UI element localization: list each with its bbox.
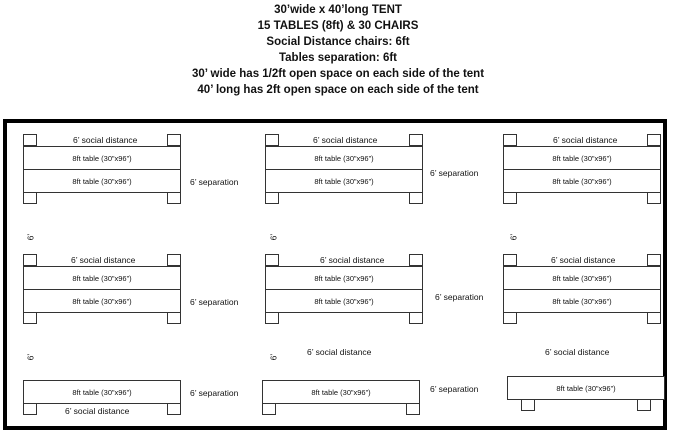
chair	[265, 254, 279, 266]
social-distance-label: 6’ social distance	[545, 347, 610, 357]
table: 8ft table (30”x96”)	[23, 169, 181, 193]
chair	[647, 254, 661, 266]
six-ft-marker: 6’	[25, 233, 36, 241]
social-distance-label: 6’ social distance	[551, 255, 616, 265]
social-distance-label: 6’ social distance	[553, 135, 618, 145]
title-line-3: Social Distance chairs: 6ft	[266, 36, 410, 48]
social-distance-label: 6’ social distance	[65, 406, 130, 416]
title-line-2: 15 TABLES (8ft) & 30 CHAIRS	[257, 20, 419, 32]
chair	[647, 192, 661, 204]
table-single-r3-c1: 8ft table (30”x96”) 6’ social distance	[23, 380, 181, 420]
chair	[637, 399, 651, 411]
chair	[409, 192, 423, 204]
table: 8ft table (30”x96”)	[265, 289, 423, 313]
social-distance-label: 6’ social distance	[73, 135, 138, 145]
chair	[167, 403, 181, 415]
chair	[503, 254, 517, 266]
table: 8ft table (30”x96”)	[503, 289, 661, 313]
chair	[647, 134, 661, 146]
chair	[23, 403, 37, 415]
table-pair-r1-c3: 6’ social distance 8ft table (30”x96”) 8…	[503, 134, 661, 216]
social-distance-label: 6’ social distance	[307, 347, 372, 357]
table-pair-r2-c1: 6’ social distance 8ft table (30”x96”) 8…	[23, 254, 181, 336]
separation-label: 6’ separation	[190, 297, 239, 307]
chair	[409, 312, 423, 324]
tent-outline	[3, 119, 667, 430]
chair	[167, 134, 181, 146]
chair	[503, 134, 517, 146]
chair	[167, 312, 181, 324]
chair	[647, 312, 661, 324]
table: 8ft table (30”x96”)	[265, 266, 423, 290]
chair	[406, 403, 420, 415]
social-distance-label: 6’ social distance	[71, 255, 136, 265]
chair	[409, 134, 423, 146]
table: 8ft table (30”x96”)	[503, 146, 661, 170]
chair	[167, 254, 181, 266]
table: 8ft table (30”x96”)	[503, 169, 661, 193]
chair	[23, 312, 37, 324]
chair	[265, 312, 279, 324]
table: 8ft table (30”x96”)	[23, 380, 181, 404]
table-pair-r1-c1: 6’ social distance 8ft table (30”x96”) 8…	[23, 134, 181, 216]
chair	[265, 192, 279, 204]
table: 8ft table (30”x96”)	[265, 146, 423, 170]
title-line-5: 30’ wide has 1/2ft open space on each si…	[191, 68, 485, 80]
table: 8ft table (30”x96”)	[23, 146, 181, 170]
six-ft-marker: 6’	[268, 233, 279, 241]
social-distance-label: 6’ social distance	[320, 255, 385, 265]
chair	[23, 192, 37, 204]
separation-label: 6’ separation	[190, 388, 239, 398]
chair	[503, 312, 517, 324]
chair	[167, 192, 181, 204]
table-single-r3-c3: 8ft table (30”x96”)	[507, 376, 665, 416]
social-distance-label: 6’ social distance	[313, 135, 378, 145]
table-pair-r2-c3: 6’ social distance 8ft table (30”x96”) 8…	[503, 254, 661, 336]
table: 8ft table (30”x96”)	[265, 169, 423, 193]
chair	[503, 192, 517, 204]
six-ft-marker: 6’	[508, 233, 519, 241]
table-pair-r1-c2: 6’ social distance 8ft table (30”x96”) 8…	[265, 134, 423, 216]
separation-label: 6’ separation	[435, 292, 484, 302]
table: 8ft table (30”x96”)	[23, 266, 181, 290]
chair	[521, 399, 535, 411]
table: 8ft table (30”x96”)	[262, 380, 420, 404]
title-line-1: 30’wide x 40’long TENT	[274, 4, 402, 16]
chair	[409, 254, 423, 266]
separation-label: 6’ separation	[430, 384, 479, 394]
chair	[23, 134, 37, 146]
separation-label: 6’ separation	[190, 177, 239, 187]
chair	[23, 254, 37, 266]
chair	[265, 134, 279, 146]
six-ft-marker: 6’	[25, 353, 36, 361]
six-ft-marker: 6’	[268, 353, 279, 361]
table-single-r3-c2: 8ft table (30”x96”)	[262, 380, 420, 420]
separation-label: 6’ separation	[430, 168, 479, 178]
table-pair-r2-c2: 6’ social distance 8ft table (30”x96”) 8…	[265, 254, 423, 336]
chair	[262, 403, 276, 415]
table: 8ft table (30”x96”)	[23, 289, 181, 313]
title-line-6: 40’ long has 2ft open space on each side…	[197, 84, 479, 96]
title-line-4: Tables separation: 6ft	[278, 52, 397, 64]
table: 8ft table (30”x96”)	[503, 266, 661, 290]
table: 8ft table (30”x96”)	[507, 376, 665, 400]
